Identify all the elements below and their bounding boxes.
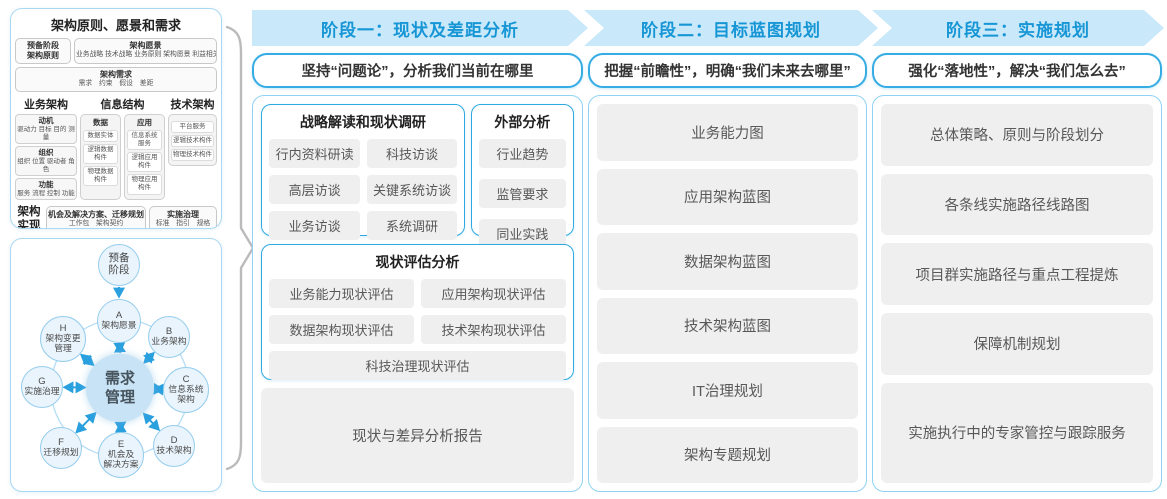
business-arch-column: 业务架构 动机 驱动力 目标 目的 测量 组织 组织 位置 驱动者 角色 功能 … (15, 96, 77, 202)
assessment-analysis-title: 现状评估分析 (375, 254, 460, 270)
adm-node-preliminary: 预备 阶段 (98, 244, 140, 286)
adm-node-b-business: B 业务架构 (148, 316, 190, 358)
adm-center-requirements: 需求 管理 (86, 354, 154, 422)
arch-requirements-title: 架构需求 (100, 70, 132, 79)
data-subcolumn: 数据 数据实体 逻辑数据构件 物理数据构件 (80, 113, 121, 200)
strategy-item: 高层访谈 (269, 175, 361, 204)
info-structure-column: 信息结构 数据 数据实体 逻辑数据构件 物理数据构件 应用 信息系统服务 逻辑应… (80, 96, 165, 202)
adm-node-d-technology: D 技术架构 (153, 425, 195, 467)
implementation-governance-box: 实施治理 标准 指引 规格 (149, 205, 217, 228)
phase2-item: 架构专题规划 (597, 426, 858, 483)
arch-vision-box: 架构愿景 业务战略 技术战略 业务原则 架构愿景 利益相关者 (74, 38, 217, 64)
adm-cycle-panel: 预备 阶段 A 架构愿景 B 业务架构 C 信息系统 架构 D 技术架构 E 机… (10, 238, 222, 492)
gap-analysis-report-box: 现状与差异分析报告 (261, 388, 574, 483)
phase2-banner-title: 阶段二：目标蓝图规划 (641, 20, 821, 40)
phase3-banner-title: 阶段三：实施规划 (946, 20, 1090, 40)
prep-phase-box: 预备阶段 架构原则 (15, 38, 71, 64)
info-structure-title: 信息结构 (100, 98, 145, 111)
external-item: 行业趋势 (478, 139, 566, 168)
adm-node-c-infosystem: C 信息系统 架构 (163, 367, 209, 413)
strategy-item: 系统调研 (367, 211, 457, 240)
adm-node-a-vision: A 架构愿景 (97, 299, 141, 343)
external-analysis-box: 外部分析 行业趋势 监管要求 同业实践 (470, 104, 574, 248)
assessment-item: 技术架构现状评估 (421, 315, 566, 344)
phase2-item: IT治理规划 (597, 362, 858, 419)
phase3-content: 总体策略、原则与阶段划分 各条线实施路径线路图 项目群实施路径与重点工程提炼 保… (872, 95, 1162, 492)
strategy-item: 科技访谈 (367, 139, 457, 168)
business-arch-title: 业务架构 (24, 98, 68, 111)
phase2-item: 业务能力图 (597, 104, 858, 161)
application-subcolumn: 应用 信息系统服务 逻辑应用构件 物理应用构件 (124, 113, 165, 200)
strategy-research-box: 战略解读和现状调研 行内资料研读 科技访谈 高层访谈 关键系统访谈 业务访谈 系… (261, 104, 465, 240)
arch-realization-label: 架构 实现 (17, 205, 41, 229)
phase3-item: 各条线实施路径线路图 (881, 173, 1153, 236)
arch-realization-row: 架构 实现 机会及解决方案、迁移规划 工作包 架构契约 实施治理 标准 指引 规… (15, 205, 217, 229)
external-analysis-title: 外部分析 (494, 114, 551, 130)
phase3-item: 总体策略、原则与阶段划分 (881, 104, 1153, 166)
prep-phase-label: 预备阶段 (27, 41, 59, 50)
arch-principle-label: 架构原则 (27, 51, 59, 60)
external-item: 监管要求 (478, 179, 566, 208)
arch-requirements-row: 架构需求 需求 约束 假设 差距 (15, 67, 217, 92)
strategy-item: 业务访谈 (269, 211, 361, 240)
phase2-item: 技术架构蓝图 (597, 297, 858, 354)
architecture-columns: 业务架构 动机 驱动力 目标 目的 测量 组织 组织 位置 驱动者 角色 功能 … (15, 96, 217, 202)
motivation-box: 动机 驱动力 目标 目的 测量 (15, 113, 77, 144)
tech-arch-title: 技术架构 (170, 98, 215, 111)
strategy-research-title: 战略解读和现状调研 (299, 114, 426, 130)
strategy-item: 行内资料研读 (269, 139, 361, 168)
external-item: 同业实践 (478, 219, 566, 248)
phase2-content: 业务能力图 应用架构蓝图 数据架构蓝图 技术架构蓝图 IT治理规划 架构专题规划 (588, 95, 867, 492)
phase3-item: 保障机制规划 (881, 312, 1153, 375)
assessment-item: 应用架构现状评估 (421, 279, 566, 308)
tech-arch-subcolumn: 平台服务 逻辑技术构件 物理技术构件 (168, 113, 217, 167)
adm-node-f-migration: F 迁移规划 (40, 427, 82, 469)
arch-requirements-box: 架构需求 需求 约束 假设 差距 (15, 67, 217, 92)
phase1-subtitle-box: 坚持“问题论”，分析我们当前在哪里 (252, 53, 583, 88)
arch-requirements-items: 需求 约束 假设 差距 (78, 80, 154, 87)
assessment-item: 业务能力现状评估 (269, 279, 414, 308)
phase1-banner-title: 阶段一：现状及差距分析 (321, 20, 519, 40)
assessment-item: 数据架构现状评估 (269, 315, 414, 344)
phase3-banner: 阶段三：实施规划 (872, 10, 1164, 46)
phase2-item: 应用架构蓝图 (597, 168, 858, 225)
phase3-item: 实施执行中的专家管控与跟踪服务 (881, 382, 1153, 484)
arch-vision-items: 业务战略 技术战略 业务原则 架构愿景 利益相关者 (76, 51, 217, 58)
tech-arch-column: 技术架构 平台服务 逻辑技术构件 物理技术构件 (168, 96, 217, 202)
arch-vision-title: 架构愿景 (129, 41, 162, 50)
phase3-item: 项目群实施路径与重点工程提炼 (881, 243, 1153, 305)
architecture-principles-panel: 架构原则、愿景和需求 预备阶段 架构原则 架构愿景 业务战略 技术战略 业务原则… (10, 8, 222, 229)
function-box: 功能 服务 流程 控制 功能 (15, 177, 77, 200)
adm-node-g-governance: G 实施治理 (21, 366, 63, 408)
phase1-content: 战略解读和现状调研 行内资料研读 科技访谈 高层访谈 关键系统访谈 业务访谈 系… (252, 95, 583, 492)
opportunities-migration-box: 机会及解决方案、迁移规划 工作包 架构契约 (46, 205, 146, 228)
strategy-item: 关键系统访谈 (367, 175, 457, 204)
prep-vision-row: 预备阶段 架构原则 架构愿景 业务战略 技术战略 业务原则 架构愿景 利益相关者 (15, 38, 217, 64)
phase1-banner: 阶段一：现状及差距分析 (252, 10, 588, 46)
phase3-subtitle-box: 强化“落地性”，解决“我们怎么去” (872, 53, 1162, 88)
adm-node-h-change: H 架构变更 管理 (40, 316, 86, 362)
assessment-analysis-box: 现状评估分析 业务能力现状评估 应用架构现状评估 数据架构现状评估 技术架构现状… (261, 244, 574, 380)
adm-node-e-opportunities: E 机会及 解决方案 (98, 432, 144, 478)
phase2-banner: 阶段二：目标蓝图规划 (584, 10, 878, 46)
phase2-item: 数据架构蓝图 (597, 233, 858, 290)
organization-box: 组织 组织 位置 驱动者 角色 (15, 145, 77, 176)
assessment-item: 科技治理现状评估 (269, 351, 566, 380)
panel-title: 架构原则、愿景和需求 (50, 18, 181, 33)
phase2-subtitle-box: 把握“前瞻性”，明确“我们未来去哪里” (588, 53, 867, 88)
